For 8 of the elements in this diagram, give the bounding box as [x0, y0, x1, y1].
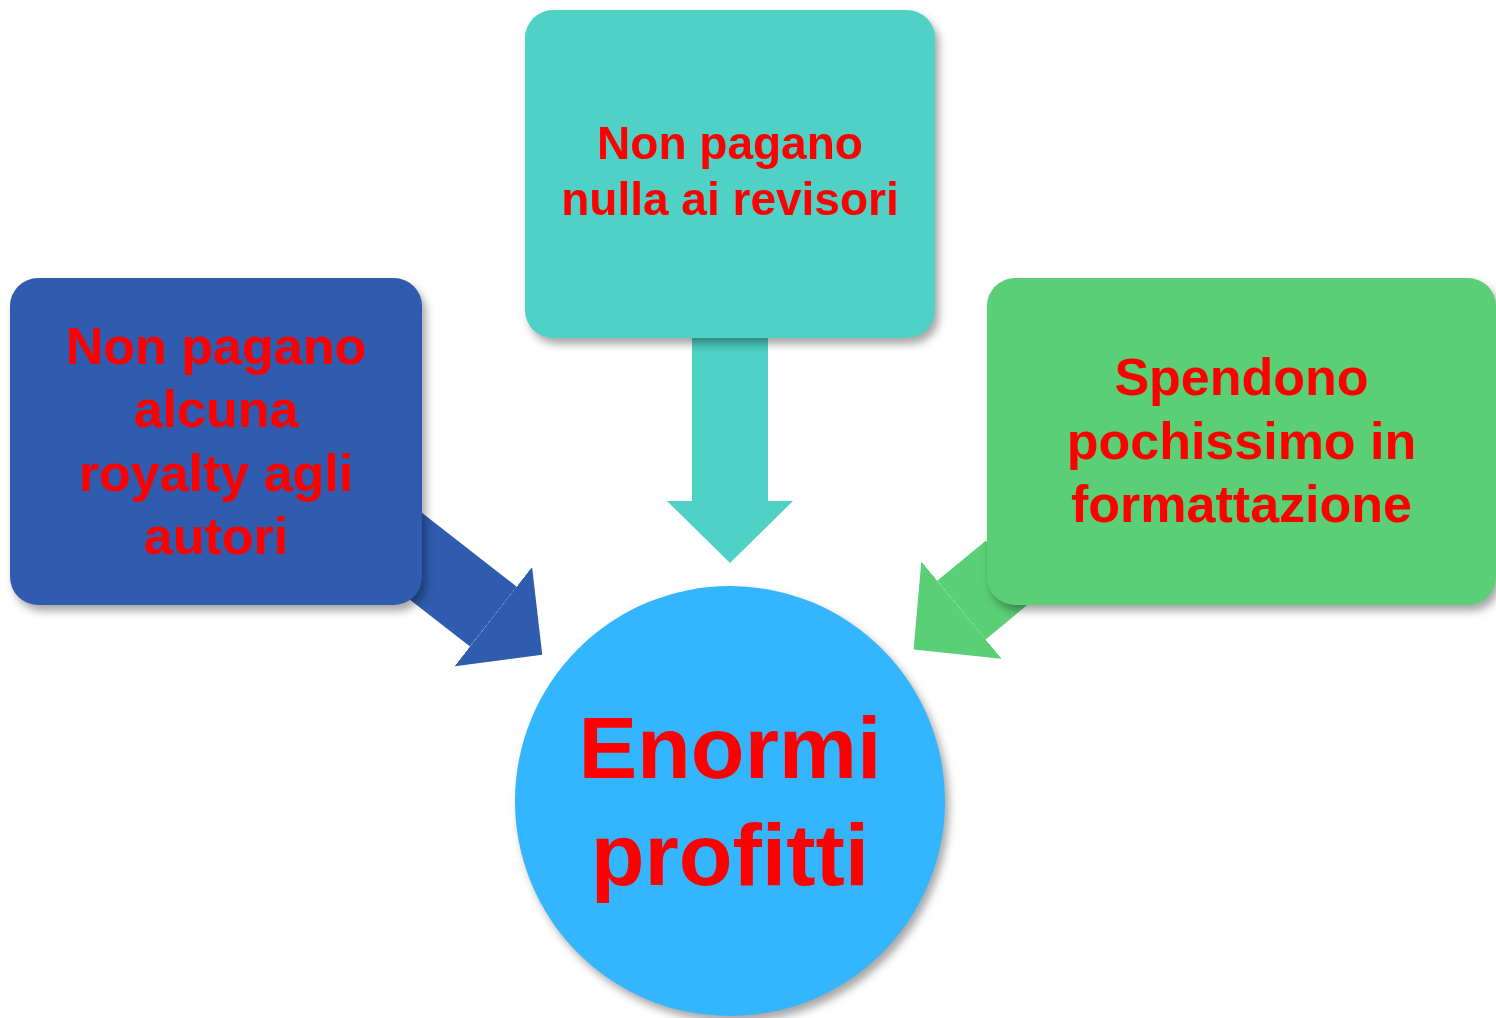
- rounded-box: [10, 278, 422, 605]
- result-text: Enormi profitti: [577, 696, 883, 906]
- block-arrow: [667, 338, 793, 563]
- rounded-box: [987, 278, 1496, 605]
- reason-text: Non pagano alcuna royalty agli autori: [64, 315, 368, 567]
- reason-text: Spendono pochissimo in formattazione: [1065, 347, 1418, 536]
- reason-text: Non pagano nulla ai revisori: [560, 116, 900, 228]
- rounded-box: [525, 10, 935, 338]
